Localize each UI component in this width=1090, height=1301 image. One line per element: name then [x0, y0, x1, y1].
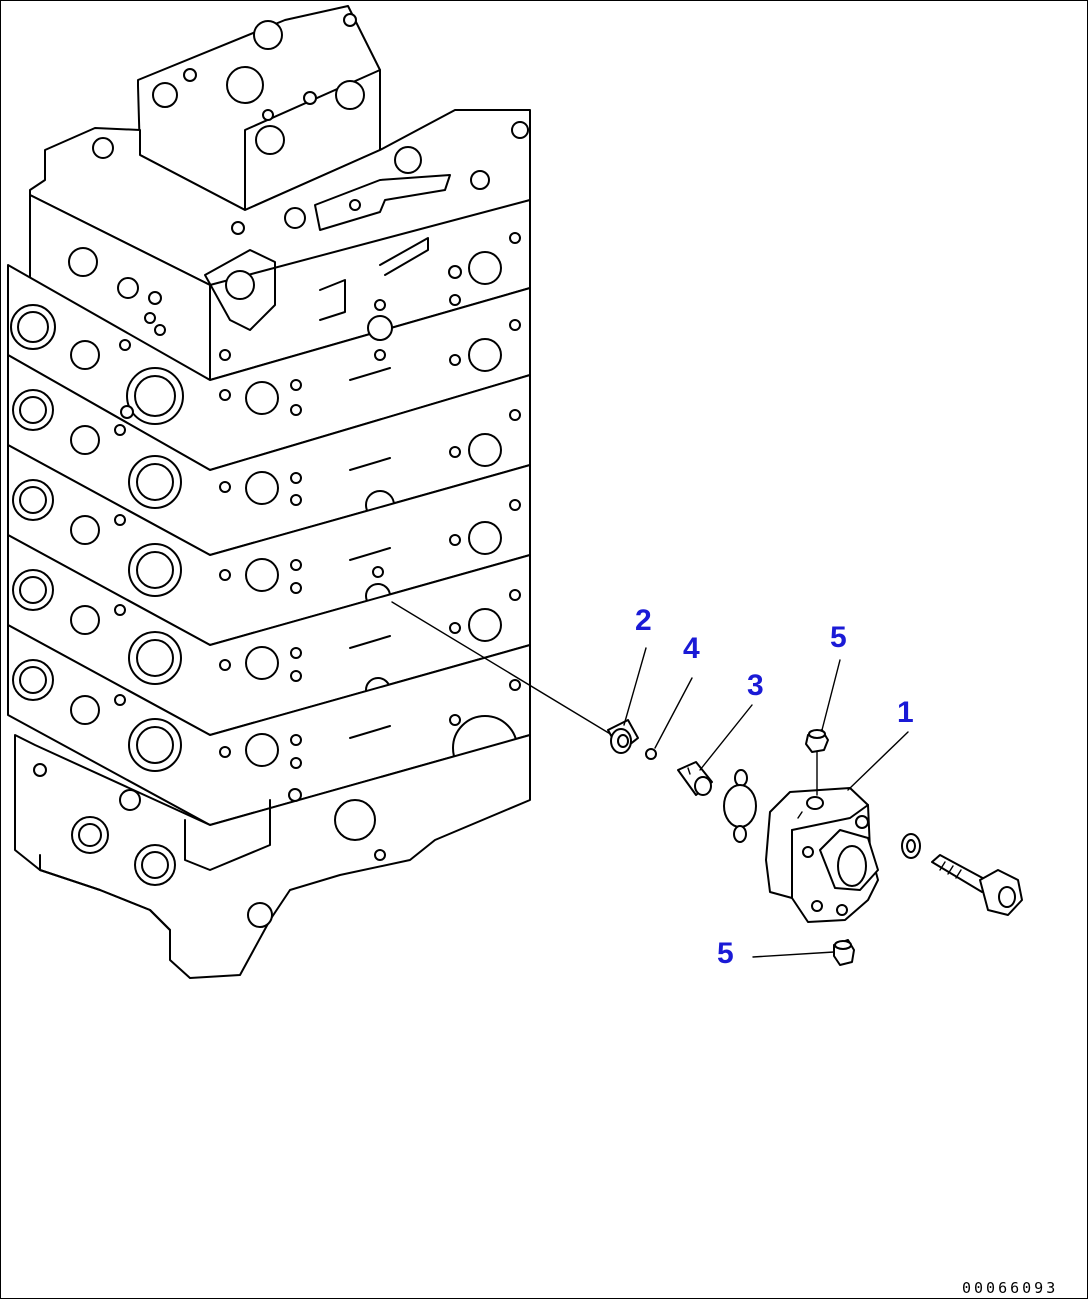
figure-code: 00066093	[962, 1279, 1058, 1297]
mounting-bolt	[931, 854, 1023, 916]
callout-1-leader	[847, 731, 909, 791]
part-2-plug	[607, 719, 639, 754]
callout-4: 4	[683, 632, 700, 665]
part-5-lower-fitting	[833, 939, 855, 966]
part-4-ball	[645, 748, 657, 760]
assembly-leader-line	[391, 601, 613, 736]
part-3-sleeve	[677, 761, 713, 796]
valve-block-assembly	[7, 5, 531, 979]
callout-5-upper: 5	[830, 621, 847, 654]
washer	[901, 833, 921, 859]
part-1-valve-body	[765, 787, 879, 923]
callout-1: 1	[897, 696, 914, 729]
o-ring-set	[723, 769, 757, 843]
callout-3: 3	[747, 669, 764, 702]
callout-3-leader	[699, 704, 753, 771]
callout-5b-leader	[752, 951, 835, 958]
callout-2-leader	[623, 647, 647, 726]
part-5-upper-fitting	[805, 729, 829, 796]
callout-4-leader	[654, 677, 693, 749]
callout-5a-leader	[821, 659, 841, 731]
callout-2: 2	[635, 604, 652, 637]
callout-5-lower: 5	[717, 937, 734, 970]
